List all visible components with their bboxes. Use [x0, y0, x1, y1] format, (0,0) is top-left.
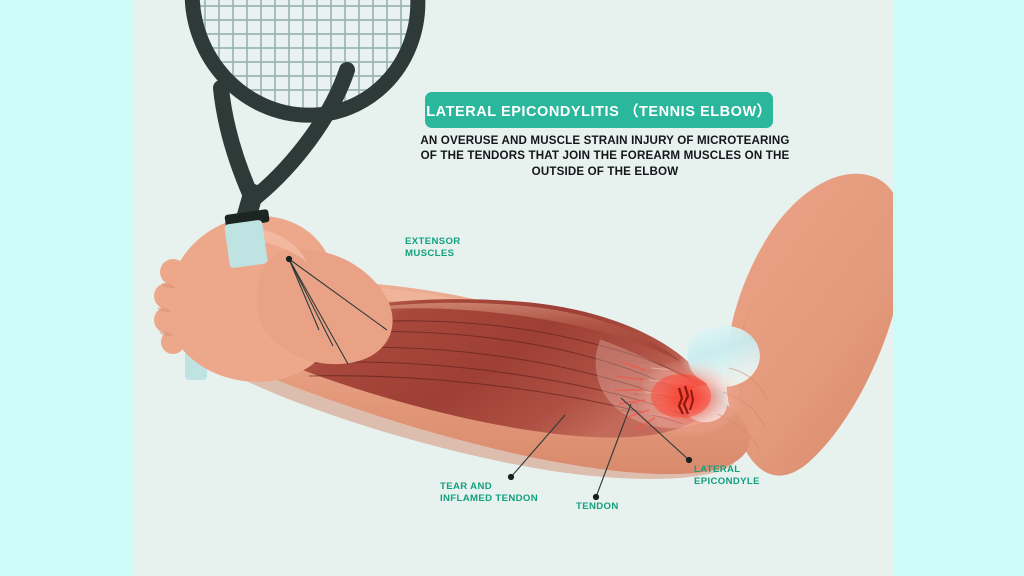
- subtitle-line-2: OF THE TENDORS THAT JOIN THE FOREARM MUS…: [420, 149, 790, 163]
- callout-tear-line-1: TEAR AND: [440, 481, 493, 492]
- upper-arm: [726, 173, 893, 476]
- leader-lines: [288, 258, 690, 498]
- tendon-tear: [677, 385, 695, 415]
- subtitle-description: AN OVERUSE AND MUSCLE STRAIN INJURY OF M…: [405, 133, 805, 179]
- callout-label-tendon: TENDON: [576, 501, 619, 513]
- callout-extensor-line-2: MUSCLES: [405, 247, 455, 259]
- callout-lateral-line-1: LATERAL: [694, 464, 741, 475]
- gripping-fist: [154, 215, 393, 382]
- callout-label-tear-inflamed-tendon: TEAR AND INFLAMED TENDON: [440, 481, 538, 504]
- callout-label-lateral-epicondyle: LATERAL EPICONDYLE: [694, 464, 760, 487]
- subtitle-line-3: OUTSIDE OF THE ELBOW: [531, 164, 679, 178]
- title-banner: LATERAL EPICONDYLITIS （TENNIS ELBOW）: [425, 92, 773, 128]
- subtitle-line-1: AN OVERUSE AND MUSCLE STRAIN INJURY OF M…: [420, 134, 790, 147]
- callout-lateral-line-2: EPICONDYLE: [694, 475, 760, 487]
- callout-tear-line-2: INFLAMED TENDON: [440, 492, 538, 504]
- callout-extensor-line-1: EXTENSOR: [405, 236, 461, 247]
- illustration-panel: LATERAL EPICONDYLITIS （TENNIS ELBOW） AN …: [133, 0, 893, 576]
- anatomy-illustration: [154, 0, 893, 501]
- callout-tendon-line-1: TENDON: [576, 501, 619, 512]
- callout-label-extensor-muscles: EXTENSOR MUSCLES: [405, 236, 461, 259]
- page-title: LATERAL EPICONDYLITIS （TENNIS ELBOW）: [426, 103, 772, 120]
- leader-dots: [285, 255, 693, 501]
